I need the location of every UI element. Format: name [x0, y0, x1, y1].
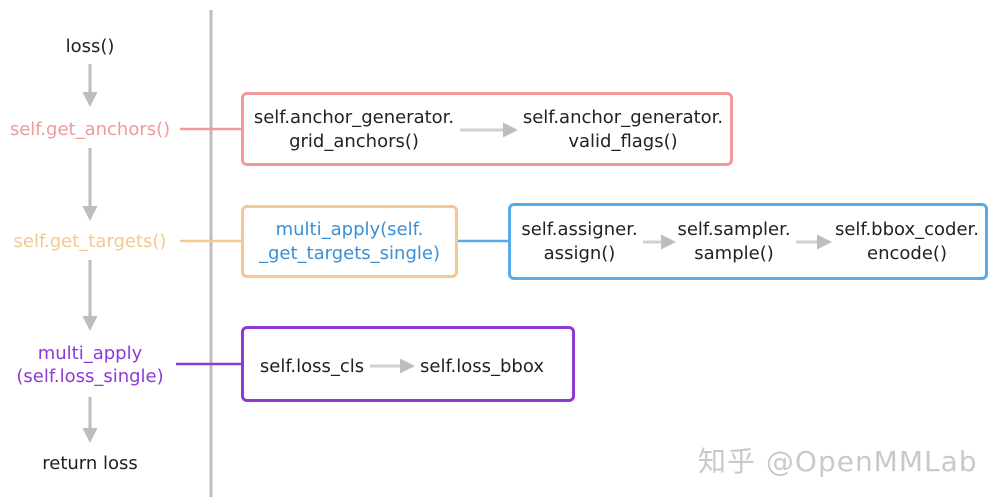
- targets-box-text: multi_apply(self. _get_targets_single): [244, 218, 455, 266]
- valid-flags-step: self.anchor_generator. valid_flags(): [515, 106, 731, 154]
- loss-bbox-step: self.loss_bbox: [420, 356, 544, 377]
- valid-flags-line2: valid_flags(): [568, 131, 678, 152]
- multi-apply-line1: multi_apply: [37, 343, 143, 364]
- loss-cls-step: self.loss_cls: [259, 356, 365, 377]
- grid-anchors-line2: grid_anchors(): [289, 131, 419, 152]
- sample-step: self.sampler. sample(): [672, 218, 796, 266]
- sample-line1: self.sampler.: [677, 219, 791, 240]
- get-anchors-label: self.get_anchors(): [9, 119, 171, 140]
- encode-line2: encode(): [867, 243, 947, 264]
- multi-apply-label: multi_apply (self.loss_single): [0, 342, 180, 388]
- return-loss-label: return loss: [42, 453, 138, 474]
- assign-line1: self.assigner.: [521, 219, 638, 240]
- sample-line2: sample(): [694, 243, 774, 264]
- valid-flags-line1: self.anchor_generator.: [522, 107, 724, 128]
- multi-apply-line2: (self.loss_single): [16, 366, 164, 387]
- assign-box: [508, 203, 988, 280]
- watermark: 知乎 @OpenMMLab: [698, 445, 978, 478]
- grid-anchors-step: self.anchor_generator. grid_anchors(): [246, 106, 462, 154]
- get-targets-label: self.get_targets(): [13, 231, 167, 252]
- targets-box: [241, 205, 458, 278]
- encode-line1: self.bbox_coder.: [834, 219, 980, 240]
- loss-label: loss(): [65, 36, 115, 57]
- targets-line2: _get_targets_single): [259, 243, 440, 264]
- encode-step: self.bbox_coder. encode(): [828, 218, 986, 266]
- anchors-box: [241, 92, 733, 166]
- targets-line1: multi_apply(self.: [275, 219, 424, 240]
- grid-anchors-line1: self.anchor_generator.: [253, 107, 455, 128]
- assign-line2: assign(): [543, 243, 616, 264]
- loss-box: [241, 326, 575, 402]
- assign-step: self.assigner. assign(): [514, 218, 645, 266]
